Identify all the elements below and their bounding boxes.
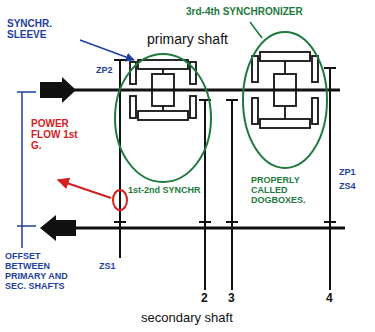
shaft-label: secondary shaft bbox=[140, 311, 234, 325]
annotation: OFFSET BETWEEN PRIMARY AND SEC. SHAFTS bbox=[4, 252, 86, 292]
input-arrow bbox=[40, 77, 76, 103]
callout-number: ZP1 bbox=[338, 168, 357, 178]
secondary-shaft bbox=[60, 227, 345, 230]
callout-number: ZS4 bbox=[338, 182, 357, 192]
shaft-label: primary shaft bbox=[146, 32, 229, 47]
synchronizer-circle bbox=[243, 32, 327, 168]
power-flow-arrow bbox=[58, 180, 111, 198]
gear-number: 4 bbox=[325, 292, 334, 305]
gear-number: 2 bbox=[200, 292, 209, 305]
leader-arrow bbox=[80, 40, 134, 60]
annotation: 1st-2nd SYNCHR bbox=[127, 186, 202, 196]
gears bbox=[114, 60, 336, 290]
power-flow-mark bbox=[113, 190, 127, 210]
synchronizer-circle bbox=[115, 54, 211, 182]
annotation: 3rd-4th SYNCHRONIZER bbox=[185, 6, 304, 17]
annotation: SYNCHR. SLEEVE bbox=[6, 18, 78, 40]
callout-number: ZP2 bbox=[95, 66, 114, 76]
primary-shaft bbox=[60, 89, 340, 92]
annotation: POWER FLOW 1st G. bbox=[30, 118, 90, 151]
synchronizer-1-2 bbox=[130, 60, 196, 120]
callout-number: ZS1 bbox=[98, 262, 117, 272]
synchronizer-3-4 bbox=[252, 52, 318, 128]
output-arrow bbox=[40, 215, 76, 241]
gear-number: 3 bbox=[227, 292, 236, 305]
offset-bracket bbox=[17, 92, 36, 248]
leader-line bbox=[250, 22, 262, 38]
annotation: PROPERLY CALLED DOGBOXES. bbox=[250, 176, 326, 206]
